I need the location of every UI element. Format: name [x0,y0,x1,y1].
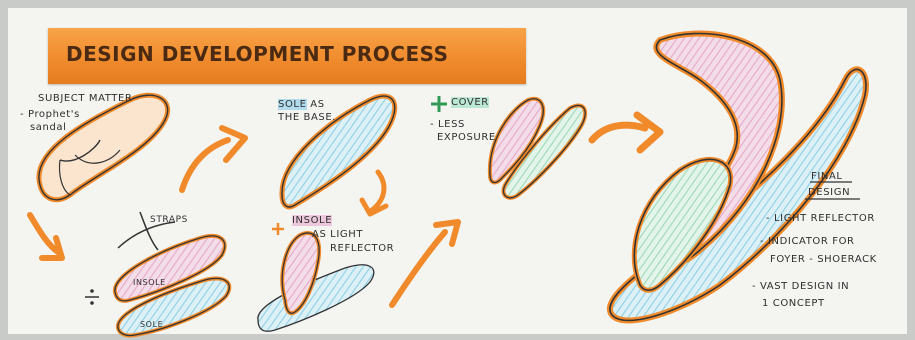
page-title: DESIGN DEVELOPMENT PROCESS [66,42,449,66]
label-design: DESIGN [808,187,851,198]
sole-sketch [279,93,398,210]
label-indicator-for: - INDICATOR FOR [760,236,855,247]
label-the-base: THE BASE. [278,112,337,123]
sandal-sketch [36,92,170,203]
label-sole-highlight: SOLE AS [278,98,325,111]
arrow-to-final [588,111,664,154]
label-less: - LESS [430,119,465,130]
label-prophets-sandal-2: sandal [30,122,67,133]
sole-highlight-text: SOLE [278,99,307,110]
label-subject-matter: SUBJECT MATTER [38,93,133,104]
insole-sketch [112,234,227,303]
sole-small-sketch [116,276,232,338]
final-underline [805,181,860,200]
insole-highlight-text: INSOLE [292,215,333,226]
divide-symbol [85,289,99,305]
label-foyer-shoerack: FOYER - SHOERACK [770,254,877,265]
plus-icon-cover [431,96,447,112]
label-as-light: AS LIGHT [312,229,364,240]
label-light-reflector: - LIGHT REFLECTOR [766,213,875,224]
label-cover: COVER [451,96,489,109]
cover-sketch [487,96,588,200]
arrow-insole-to-cover [389,219,461,308]
arrow-sole-to-insole [359,169,389,217]
sole-as-text: AS [310,99,325,110]
label-vast-design: - VAST DESIGN IN [752,281,850,292]
arrow-sandal-to-sole [179,125,248,193]
label-reflector: REFLECTOR [330,243,395,254]
label-sole-small: SOLE [140,320,164,329]
title-banner: DESIGN DEVELOPMENT PROCESS [48,28,526,84]
label-insole-small: INSOLE [133,278,166,287]
insole-reflector-sketch [257,231,375,332]
label-final: FINAL [811,171,843,182]
label-exposure: EXPOSURE [437,132,496,143]
cover-highlight-text: COVER [451,97,489,108]
label-one-concept: 1 CONCEPT [762,298,825,309]
straps-sketch [117,211,176,251]
plus-icon-insole [272,223,284,235]
arrow-subject-to-straps [27,212,65,261]
final-design-sketch [607,30,869,324]
label-insole-highlight: INSOLE [292,214,333,227]
label-prophets-sandal-1: - Prophet's [20,109,80,120]
label-straps: STRAPS [150,215,188,225]
